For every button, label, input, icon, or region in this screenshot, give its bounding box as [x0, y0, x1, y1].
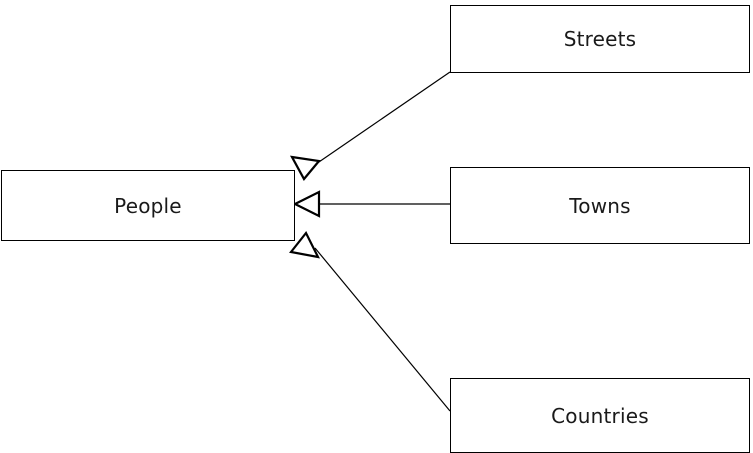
node-towns[interactable]: Towns [450, 167, 750, 244]
node-countries[interactable]: Countries [450, 378, 750, 453]
node-people-label: People [114, 193, 182, 218]
node-towns-label: Towns [569, 193, 631, 218]
arrowhead-towns-to-people-icon [292, 190, 321, 218]
node-streets-label: Streets [563, 27, 637, 51]
arrowhead-streets-to-people-icon [289, 155, 322, 181]
edge-people-streets-line [315, 71, 451, 165]
node-people[interactable]: People [1, 170, 295, 241]
node-countries-label: Countries [551, 403, 649, 428]
node-streets[interactable]: Streets [450, 5, 750, 73]
edge-people-countries-line [314, 247, 451, 412]
arrowhead-countries-to-people-icon [289, 230, 320, 259]
